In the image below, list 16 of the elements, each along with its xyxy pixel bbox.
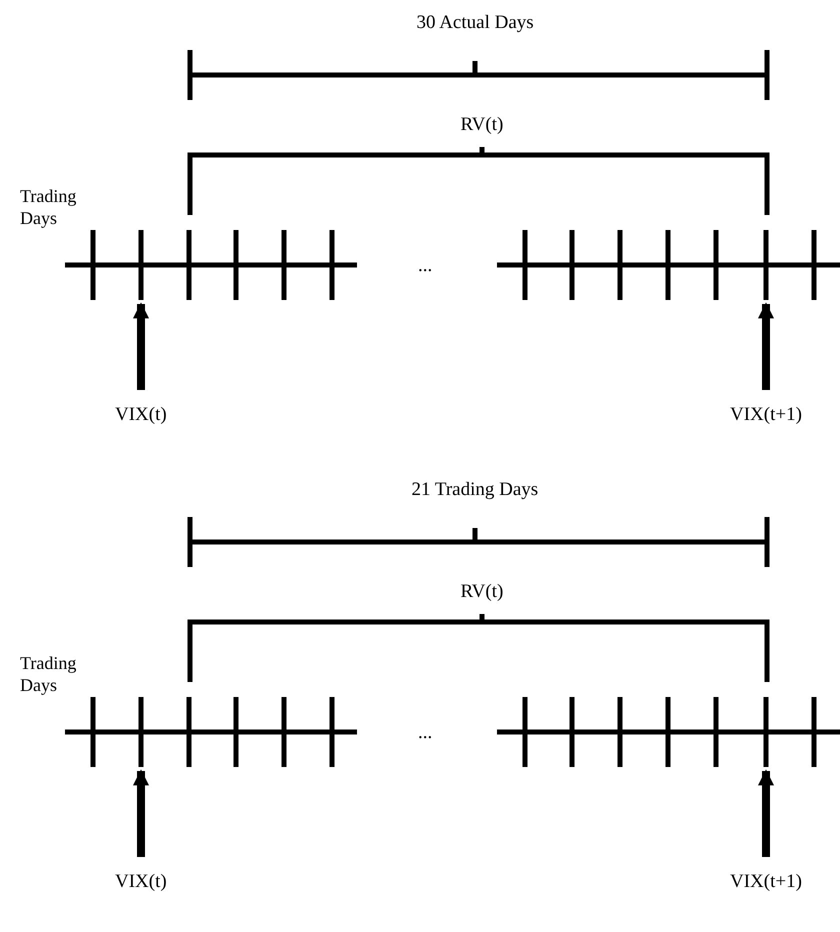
index-label: VIX(t): [115, 404, 167, 426]
index-label: VIX(t+1): [730, 404, 802, 426]
bracket-label: 21 Trading Days: [412, 479, 538, 501]
axis-label: Trading Days: [20, 652, 78, 696]
arrow: [133, 302, 149, 390]
axis-label: Trading Days: [20, 185, 78, 229]
index-label: VIX(t+1): [730, 871, 802, 893]
arrow: [758, 769, 774, 857]
ellipsis: ...: [418, 255, 432, 277]
ellipsis: ...: [418, 722, 432, 744]
bracket-label: RV(t): [460, 114, 504, 136]
bracket-label: RV(t): [460, 581, 504, 603]
index-label: VIX(t): [115, 871, 167, 893]
bracket-label: 30 Actual Days: [416, 12, 534, 34]
arrow: [133, 769, 149, 857]
arrow: [758, 302, 774, 390]
